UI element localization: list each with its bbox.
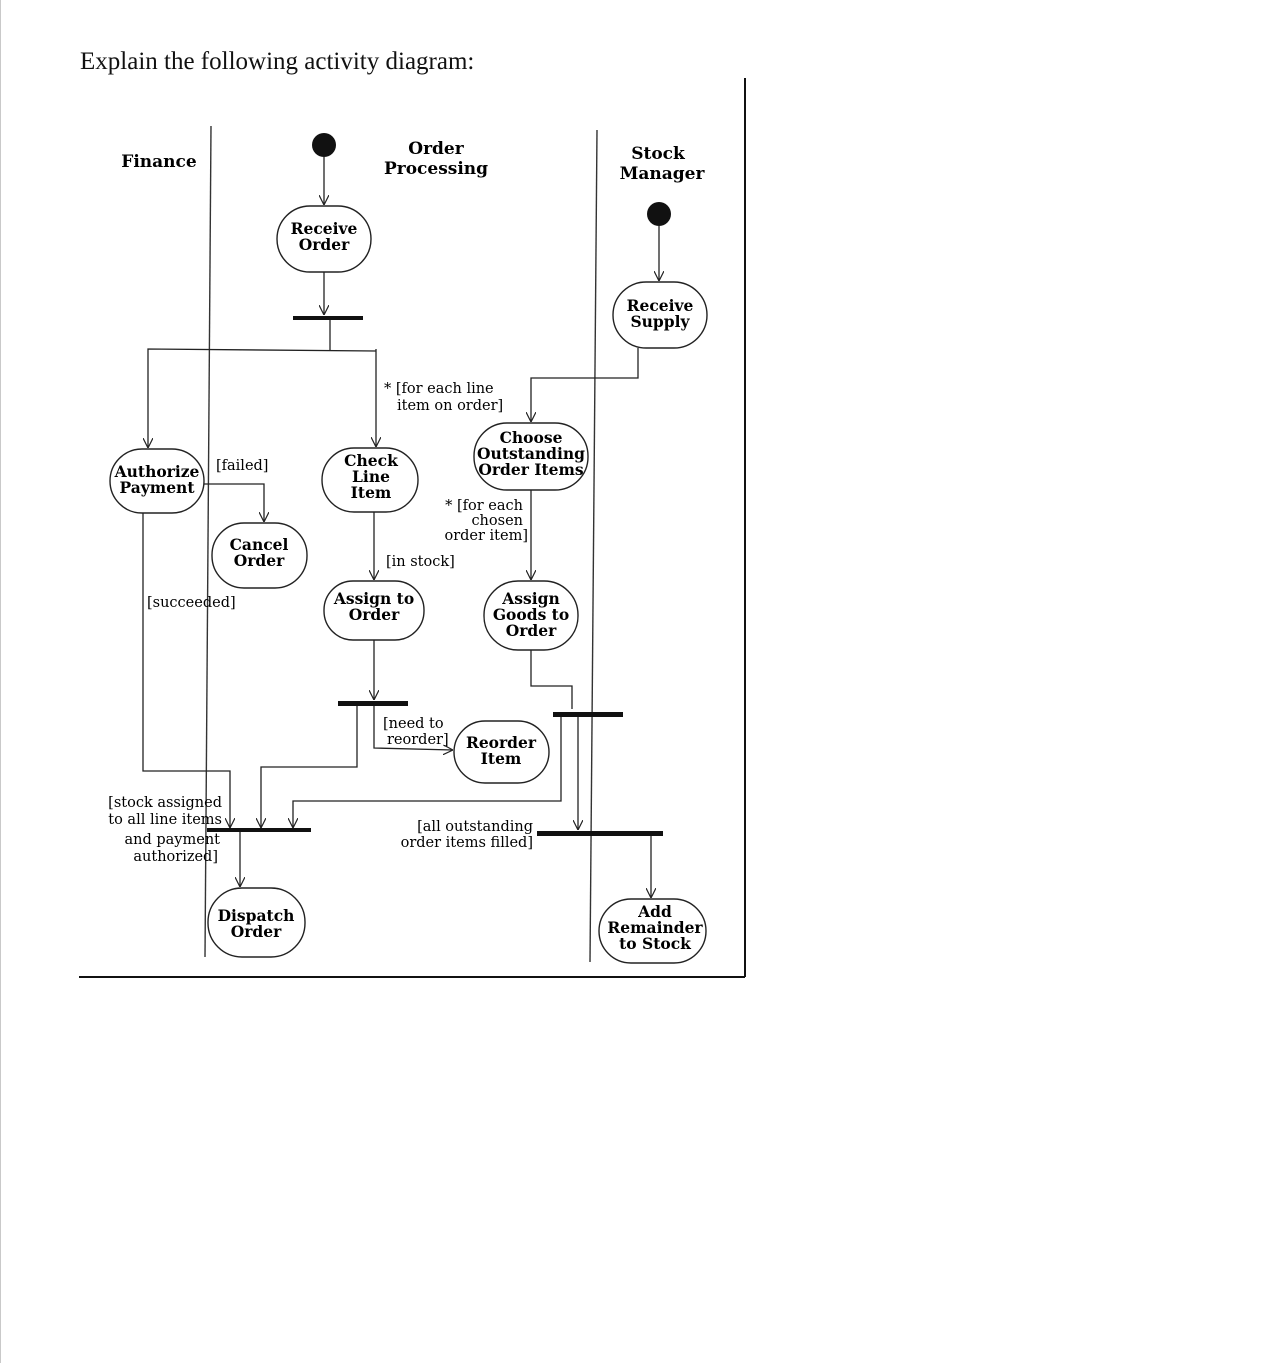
join-bar-add-remainder xyxy=(537,831,663,836)
swimlane-divider-finance xyxy=(204,125,212,958)
fork-bar-assign-goods xyxy=(553,712,623,717)
diagram-frame xyxy=(79,78,746,978)
guard-in-stock: [in stock] xyxy=(386,554,455,570)
guard-failed: [failed] xyxy=(216,458,268,474)
guard-succeeded: [succeeded] xyxy=(147,595,236,611)
page-left-border xyxy=(0,0,1,1363)
initial-node-stock xyxy=(647,202,671,226)
swimlane-divider-stock xyxy=(589,129,598,963)
join-bar-dispatch xyxy=(207,828,311,832)
question-prompt: Explain the following activity diagram: xyxy=(80,48,475,75)
fork-bar-receive-order xyxy=(293,316,363,320)
swimlane-title-finance: Finance xyxy=(121,152,197,172)
fork-bar-assign-to-order xyxy=(338,701,408,706)
initial-node-order xyxy=(312,133,336,157)
control-flow-edges xyxy=(142,157,659,898)
